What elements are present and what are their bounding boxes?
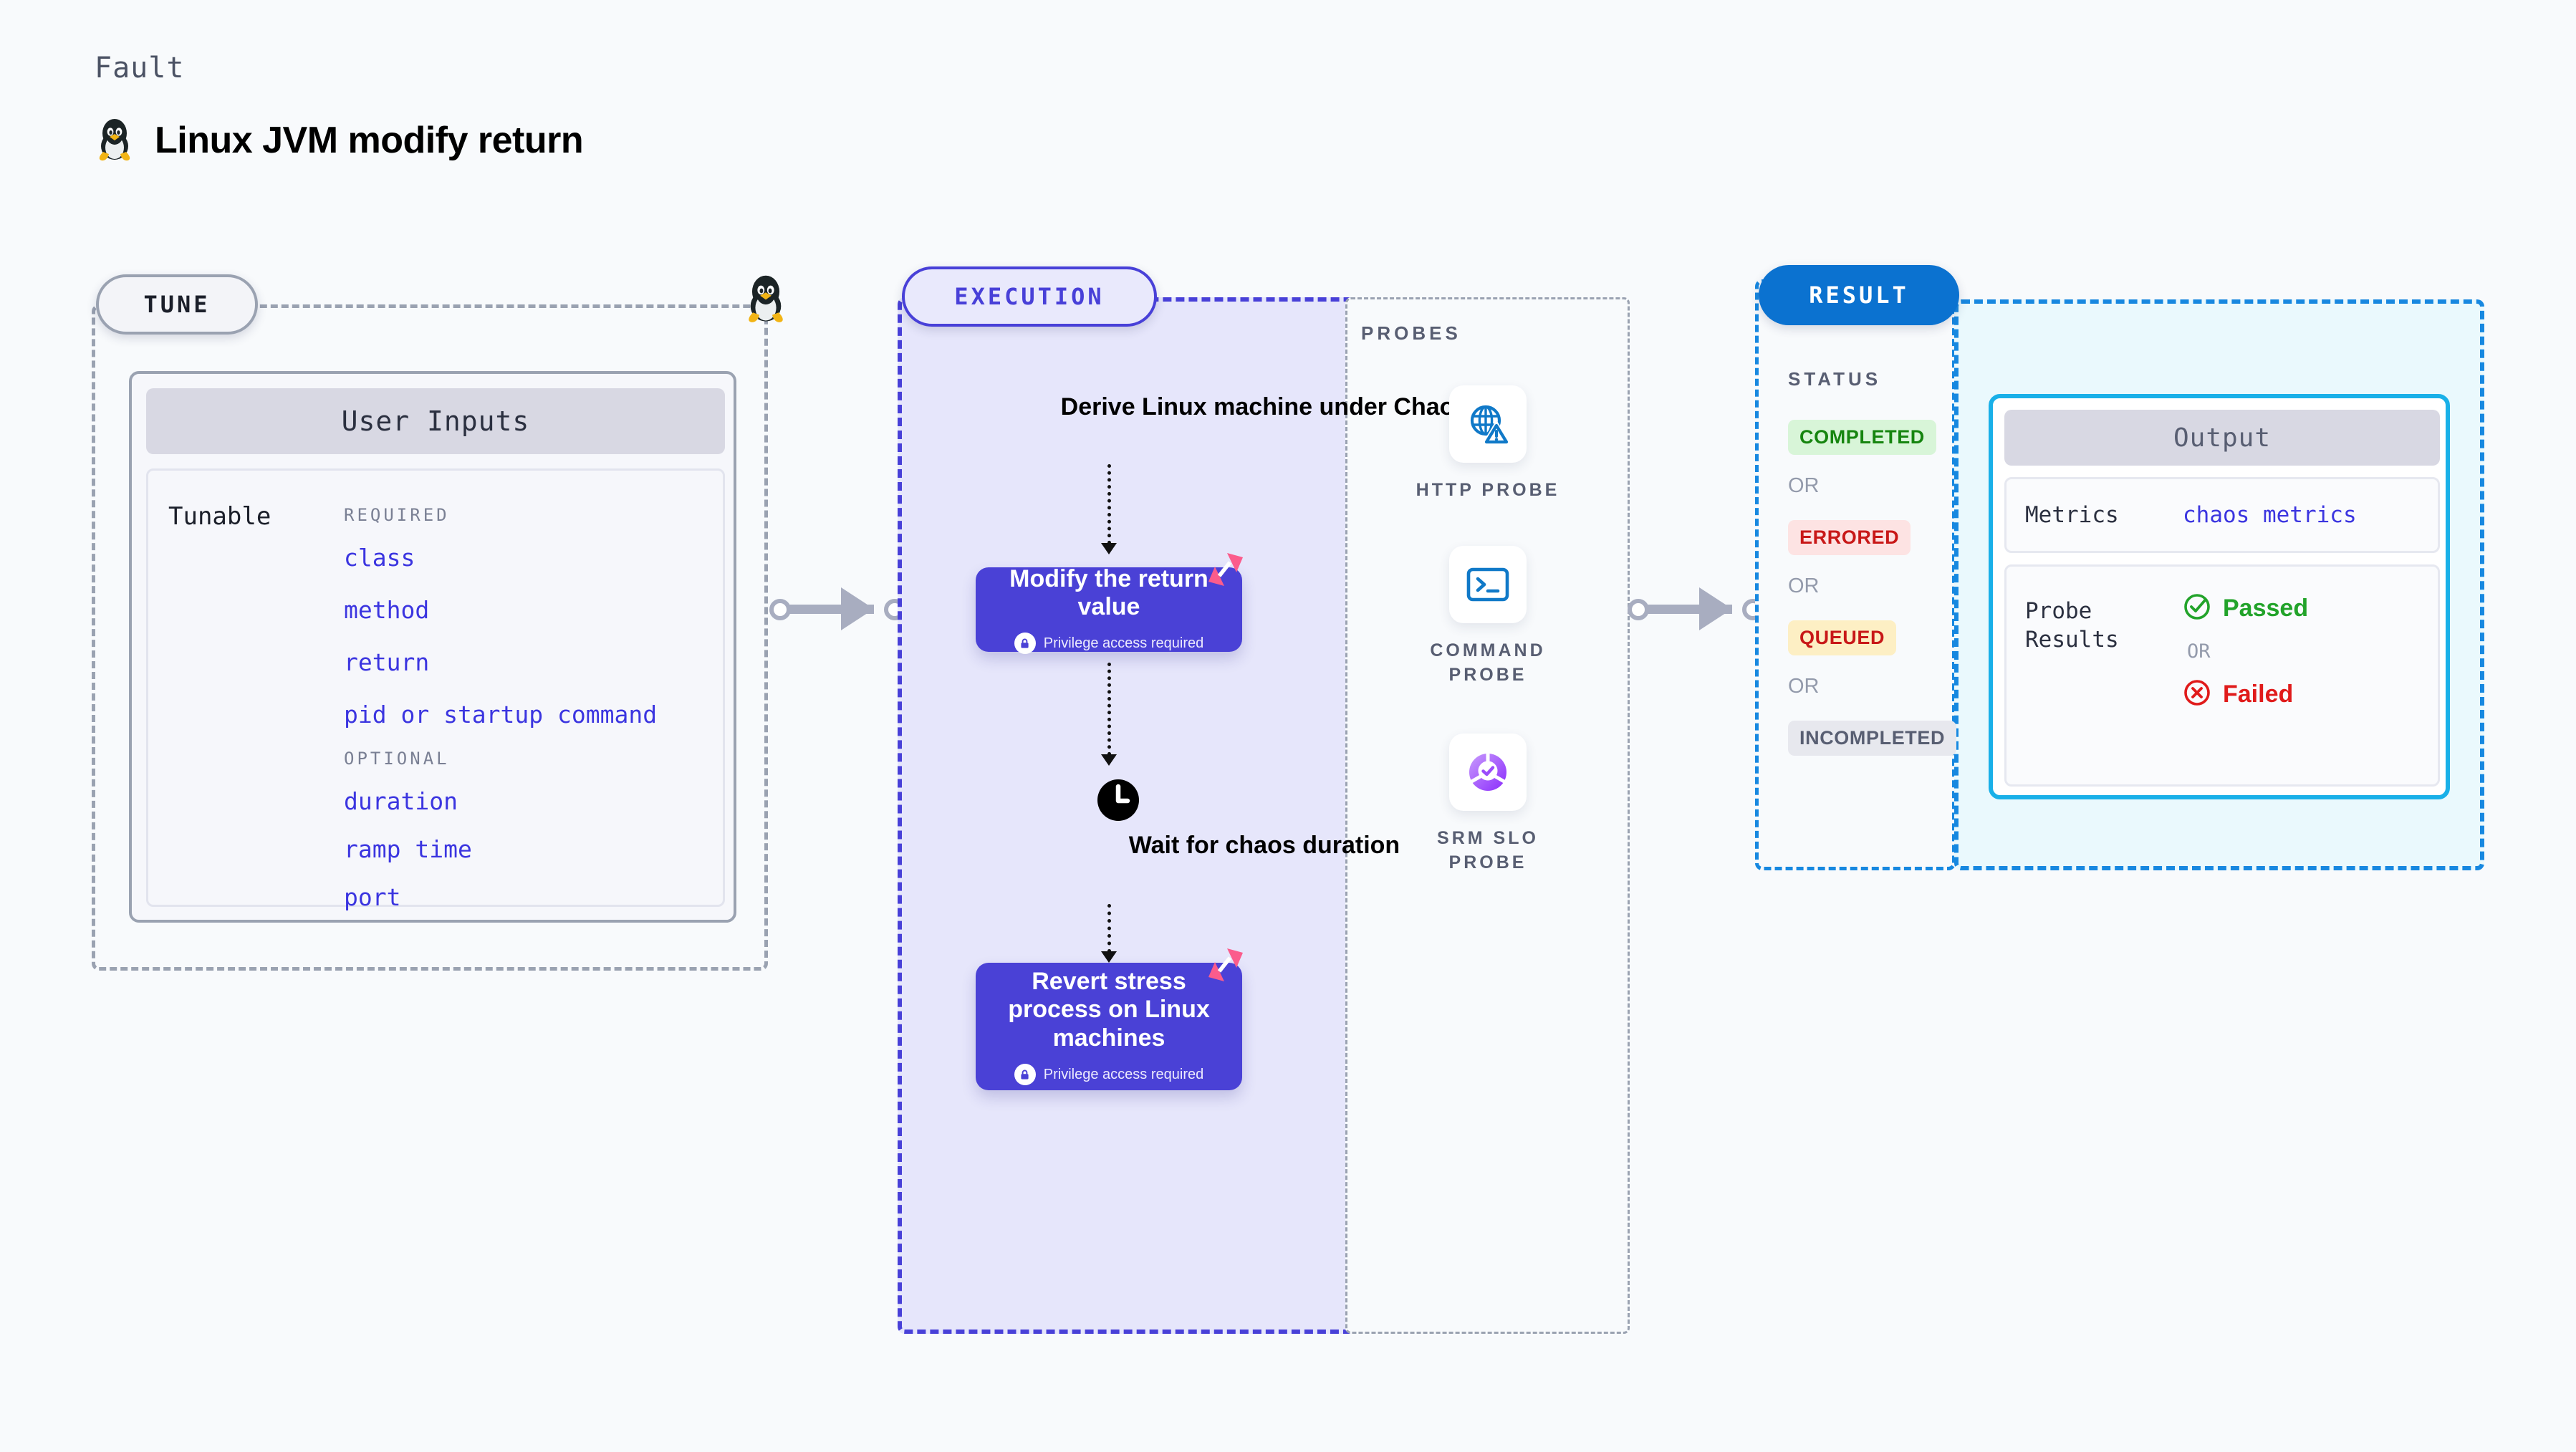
- status-label: STATUS: [1788, 368, 1882, 390]
- output-card-title: Output: [2004, 410, 2440, 466]
- output-card: Output Metrics chaos metrics Probe Resul…: [1989, 394, 2450, 799]
- probe-item-http[interactable]: HTTP PROBE: [1409, 385, 1567, 503]
- terminal-icon: [1449, 546, 1527, 623]
- tunable-item[interactable]: ramp time: [344, 835, 472, 863]
- probes-label: PROBES: [1361, 322, 1461, 344]
- tune-region: [92, 304, 768, 971]
- harness-logo-icon: [1205, 944, 1246, 986]
- probe-result-failed: Failed: [2183, 678, 2308, 711]
- harness-logo-icon: [1205, 549, 1246, 590]
- fault-eyebrow-label: Fault: [95, 52, 185, 85]
- probe-item-command[interactable]: COMMAND PROBE: [1409, 546, 1567, 688]
- tunable-group-label-required: REQUIRED: [344, 505, 450, 525]
- result-stage-pill[interactable]: RESULT: [1759, 265, 1959, 325]
- tunable-item[interactable]: return: [344, 648, 430, 676]
- execution-step-modify-box[interactable]: Modify the return value Privilege access…: [976, 553, 1243, 655]
- or-separator: OR: [2187, 640, 2211, 663]
- connector-tune-to-execution: [769, 587, 905, 630]
- privilege-note: Privilege access required: [1014, 633, 1204, 655]
- tunable-item[interactable]: duration: [344, 787, 458, 815]
- flow-arrowhead: [1101, 543, 1117, 554]
- execution-step-wait: Wait for chaos duration: [1128, 832, 1400, 859]
- fault-title-row: Linux JVM modify return: [95, 115, 584, 165]
- flow-connector-line: [1107, 464, 1111, 544]
- tunable-group-label-optional: OPTIONAL: [344, 749, 450, 769]
- slo-donut-check-icon: [1449, 734, 1527, 811]
- privilege-note-text: Privilege access required: [1043, 1066, 1204, 1082]
- probe-label: SRM SLO PROBE: [1437, 828, 1539, 872]
- x-circle-icon: [2183, 678, 2211, 711]
- status-badge-errored: ERRORED: [1788, 520, 1911, 555]
- flow-connector-line: [1107, 904, 1111, 953]
- tunable-item[interactable]: method: [344, 596, 430, 624]
- tunable-box: Tunable REQUIRED class method return pid…: [146, 468, 725, 911]
- probe-item-srm-slo[interactable]: SRM SLO PROBE: [1409, 734, 1567, 875]
- tune-stage-pill[interactable]: TUNE: [96, 274, 258, 335]
- or-separator: OR: [1788, 574, 1820, 597]
- probe-results-key-label: Probe Results: [2025, 598, 2119, 653]
- probe-result-passed: Passed: [2183, 592, 2308, 625]
- metrics-value-link[interactable]: chaos metrics: [2183, 502, 2357, 528]
- check-circle-icon: [2183, 592, 2211, 625]
- flow-connector-line: [1107, 663, 1111, 756]
- probe-label: HTTP PROBE: [1416, 480, 1560, 500]
- privilege-note-text: Privilege access required: [1043, 635, 1204, 651]
- probe-result-failed-label: Failed: [2223, 681, 2294, 708]
- page-title: Linux JVM modify return: [155, 119, 584, 161]
- status-badge-completed: COMPLETED: [1788, 420, 1936, 455]
- linux-penguin-icon: [95, 115, 135, 165]
- tunable-item[interactable]: port: [344, 883, 401, 911]
- lock-icon: [1014, 633, 1036, 655]
- output-probe-results-row: Probe Results Passed OR: [2004, 564, 2440, 787]
- privilege-note: Privilege access required: [1014, 1064, 1204, 1086]
- globe-warning-icon: [1449, 385, 1527, 463]
- metrics-key-label: Metrics: [2025, 501, 2119, 528]
- probes-region: [1345, 297, 1630, 1334]
- user-inputs-card: User Inputs Tunable REQUIRED class metho…: [129, 371, 736, 923]
- or-separator: OR: [1788, 474, 1820, 497]
- flow-arrowhead: [1101, 754, 1117, 766]
- tunable-label: Tunable: [168, 502, 271, 531]
- output-metrics-row: Metrics chaos metrics: [2004, 477, 2440, 553]
- clock-icon: [1096, 778, 1140, 822]
- probe-label: COMMAND PROBE: [1430, 640, 1546, 685]
- execution-stage-pill[interactable]: EXECUTION: [902, 266, 1157, 327]
- execution-step-modify-title: Modify the return value: [1009, 564, 1208, 620]
- result-region: [1755, 279, 1956, 870]
- or-separator: OR: [1788, 675, 1820, 698]
- tunable-list: REQUIRED class method return pid or star…: [344, 471, 658, 911]
- execution-step-derive: Derive Linux machine under Chaos: [1060, 393, 1469, 420]
- status-badge-incompleted: INCOMPLETED: [1788, 721, 1957, 756]
- tunable-item[interactable]: class: [344, 544, 415, 572]
- user-inputs-header: User Inputs: [146, 388, 725, 454]
- lock-icon: [1014, 1064, 1036, 1086]
- tune-linux-penguin-icon: [743, 271, 789, 324]
- probe-result-passed-label: Passed: [2223, 595, 2309, 622]
- probe-results-values: Passed OR Failed: [2183, 567, 2308, 784]
- tunable-item[interactable]: pid or startup command: [344, 701, 658, 729]
- flow-arrowhead: [1101, 951, 1117, 963]
- status-badge-queued: QUEUED: [1788, 620, 1897, 655]
- execution-step-revert-box[interactable]: Revert stress process on Linux machines …: [976, 948, 1243, 1090]
- execution-step-revert-title: Revert stress process on Linux machines: [1008, 967, 1210, 1052]
- connector-execution-to-result: [1628, 587, 1764, 630]
